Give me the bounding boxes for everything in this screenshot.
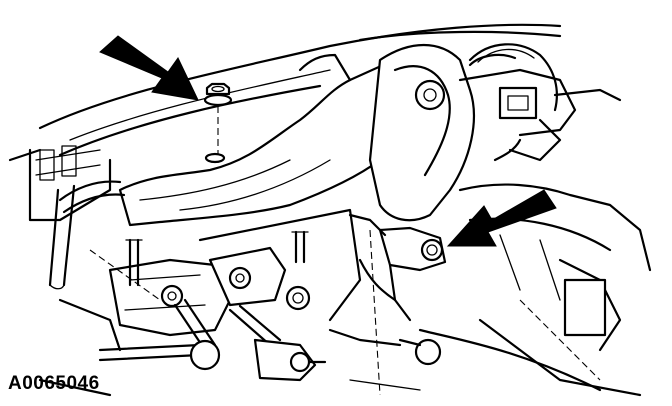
upper-right-housing [368,43,622,222]
link-rods [38,298,442,397]
left-housing [8,145,112,290]
arrow-icon [446,189,557,247]
sensor-fitting [348,213,447,322]
lower-bracket [108,208,362,337]
arrow-icon [99,35,199,101]
pointer-arrow-upper [99,35,199,101]
figure-id-label: A0065046 [8,373,100,394]
left-hose [58,180,126,214]
upper-intake-duct [38,23,562,157]
pointer-arrow-lower [446,189,557,247]
center-lines [89,229,381,396]
right-block [418,183,652,397]
flange-nut [203,82,233,164]
wire-harness [468,43,558,162]
